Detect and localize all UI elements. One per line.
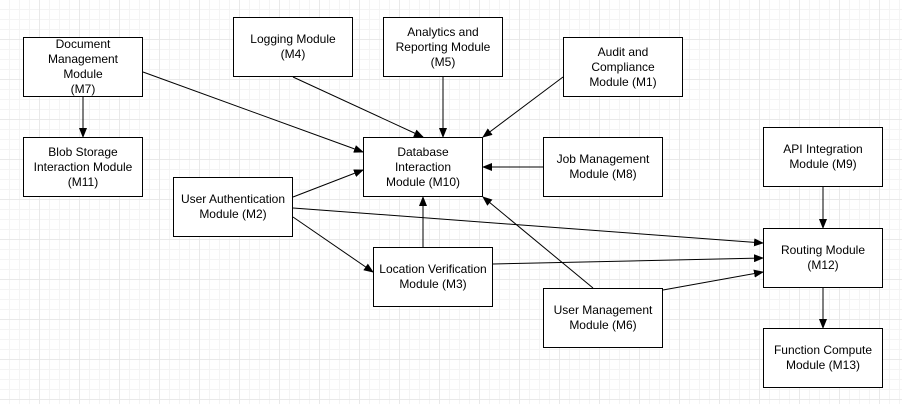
node-label: Location Verification Module (M3) (379, 262, 487, 291)
node-analytics-reporting-module[interactable]: Analytics and Reporting Module (M5) (383, 17, 503, 77)
node-job-management-module[interactable]: Job Management Module (M8) (543, 137, 663, 197)
edge-m2-to-m3 (292, 216, 374, 273)
node-label: Document Management Module (M7) (47, 37, 119, 96)
edge-m6-to-m10 (482, 196, 594, 289)
node-label: User Management Module (M6) (553, 303, 653, 332)
node-api-integration-module[interactable]: API Integration Module (M9) (763, 127, 883, 187)
node-label: Logging Module (M4) (250, 32, 336, 61)
node-label: Blob Storage Interaction Module (M11) (33, 144, 133, 189)
node-label: Database Interaction Module (M10) (385, 144, 461, 189)
node-audit-compliance-module[interactable]: Audit and Compliance Module (M1) (563, 37, 683, 97)
node-label: Job Management Module (M8) (556, 152, 650, 181)
edge-m3-to-m12 (492, 254, 764, 265)
edge-m2-to-m10 (292, 169, 364, 198)
node-user-authentication-module[interactable]: User Authentication Module (M2) (173, 177, 293, 237)
node-label: Routing Module (M12) (780, 243, 866, 272)
edge-m6-to-m12 (662, 269, 764, 291)
node-user-management-module[interactable]: User Management Module (M6) (543, 288, 663, 348)
node-logging-module[interactable]: Logging Module (M4) (233, 17, 353, 77)
node-location-verification-module[interactable]: Location Verification Module (M3) (373, 247, 493, 307)
node-label: User Authentication Module (M2) (180, 192, 286, 221)
node-label: Function Compute Module (M13) (773, 343, 873, 372)
edge-m2-to-m12 (292, 207, 764, 247)
node-database-interaction-module[interactable]: Database Interaction Module (M10) (363, 137, 483, 197)
node-function-compute-module[interactable]: Function Compute Module (M13) (763, 328, 883, 388)
node-label: Audit and Compliance Module (M1) (589, 44, 657, 89)
node-blob-storage-module[interactable]: Blob Storage Interaction Module (M11) (23, 137, 143, 197)
node-document-management-module[interactable]: Document Management Module (M7) (23, 37, 143, 97)
edge-m7-to-m10 (142, 71, 364, 153)
node-routing-module[interactable]: Routing Module (M12) (763, 228, 883, 288)
node-label: API Integration Module (M9) (783, 142, 863, 171)
node-label: Analytics and Reporting Module (M5) (395, 24, 491, 69)
edge-m1-to-m10 (482, 76, 564, 138)
edge-m4-to-m10 (292, 76, 424, 138)
